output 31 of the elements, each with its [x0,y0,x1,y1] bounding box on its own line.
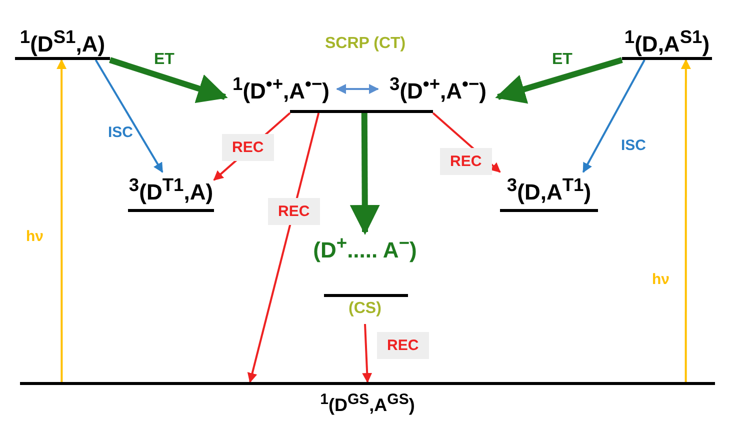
state-caption: (CS) [348,300,382,318]
arrow [582,60,646,173]
state-label: (D$^{+}$..... A$^{−}$) [312,232,418,264]
arrow [680,59,691,382]
edge-label: ISC [107,123,134,142]
edge-label: ISC [620,136,648,155]
arrow [350,112,380,235]
edge-label: REC [268,198,320,225]
state-label: $^{1}$(D$^{•+}$,A$^{•−}$) [225,73,337,105]
arrow [247,112,320,383]
level-line [290,110,433,113]
edge-label: REC [222,134,274,161]
edge-label: ET [153,50,176,70]
state-label: $^{1}$(D$^{S1}$,A) [18,26,106,58]
edge-label: REC [377,332,429,359]
arrow [495,57,623,104]
state-label: $^{1}$(D$^{GS}$,A$^{GS}$) [319,391,416,416]
edge-label: hν [651,270,671,289]
edge-label: hν [25,227,45,246]
state-label: $^{1}$(D,A$^{S1}$) [623,26,711,58]
group-title: SCRP (CT) [325,35,406,53]
arrow [362,324,372,383]
arrow [56,59,67,382]
state-label: $^{3}$(D$^{T1}$,A) [128,174,214,206]
edge-label: REC [440,148,492,175]
arrow [109,57,228,103]
arrow [336,84,379,94]
state-label: $^{3}$(D,A$^{T1}$) [506,174,592,206]
state-label: $^{3}$(D$^{•+}$,A$^{•−}$) [378,73,498,105]
edge-label: ET [551,50,574,70]
arrow [94,59,164,173]
